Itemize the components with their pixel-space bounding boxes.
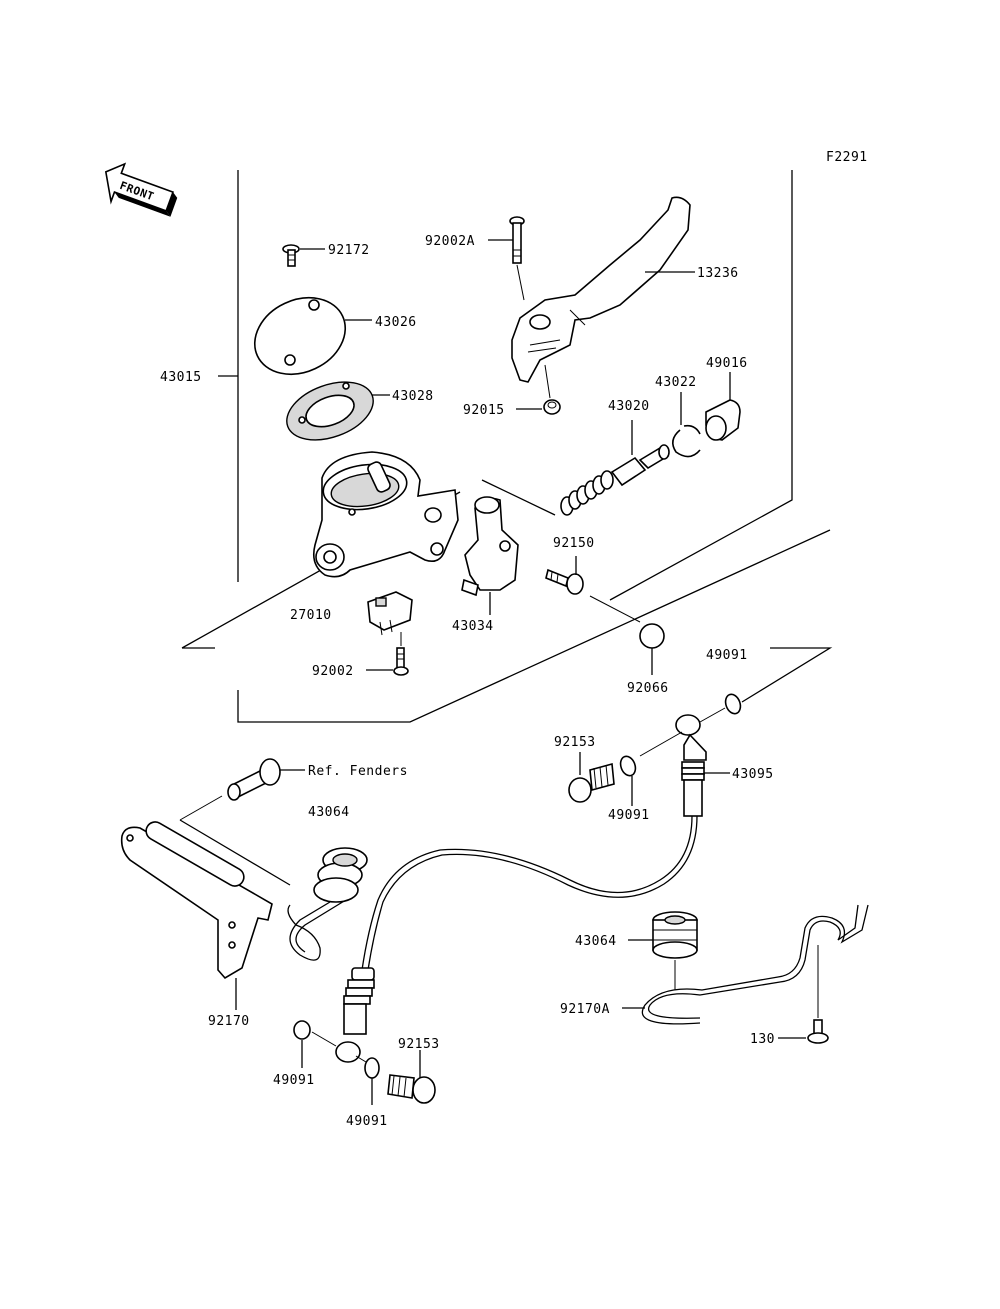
cap-92066	[639, 623, 665, 649]
hose-end-fitting-lower	[335, 967, 375, 1063]
label-92170: 92170	[208, 1014, 250, 1029]
label-92153-lower: 92153	[398, 1037, 440, 1052]
label-130: 130	[750, 1032, 775, 1047]
circlip-43022	[672, 424, 701, 458]
clutch-lever-13236	[511, 196, 691, 383]
figure-code: F2291	[826, 150, 868, 165]
label-49091-top: 49091	[706, 648, 748, 663]
label-43064-right: 43064	[575, 934, 617, 949]
label-43015: 43015	[160, 370, 202, 385]
bolt-130	[807, 1019, 829, 1044]
grommet-43064-left	[313, 847, 368, 903]
washer-49091-lower-left	[293, 1020, 311, 1040]
label-92170A: 92170A	[560, 1002, 610, 1017]
label-49091-lower-left: 49091	[273, 1073, 315, 1088]
label-43064-left: 43064	[308, 805, 350, 820]
label-92002: 92002	[312, 664, 354, 679]
boot-49016	[705, 399, 741, 441]
clutch-hose	[361, 815, 693, 971]
clamp-wire-left	[287, 889, 351, 961]
bolt-92150	[545, 568, 584, 595]
label-49016: 49016	[706, 356, 748, 371]
banjo-fitting-43095	[675, 714, 707, 817]
label-43034: 43034	[452, 619, 494, 634]
holder-43034	[461, 496, 519, 597]
banjo-bolt-92153-top	[568, 762, 615, 803]
washer-49091-top	[724, 693, 742, 715]
label-49091-mid: 49091	[608, 808, 650, 823]
diaphragm-plate-43028	[286, 381, 374, 441]
banjo-bolt-92153-lower	[387, 1074, 436, 1104]
bolt-ref-fenders	[227, 758, 281, 801]
switch-27010	[367, 591, 413, 636]
label-43022: 43022	[655, 375, 697, 390]
label-92172: 92172	[328, 243, 370, 258]
bracket-92170	[120, 821, 273, 980]
label-92066: 92066	[627, 681, 669, 696]
label-43026: 43026	[375, 315, 417, 330]
label-13236: 13236	[697, 266, 739, 281]
washer-49091-lower-right	[364, 1057, 380, 1079]
washer-49091-mid	[619, 755, 637, 777]
front-arrow-icon: FRONT	[104, 162, 178, 217]
label-ref-fenders: Ref. Fenders	[308, 764, 408, 779]
label-43095: 43095	[732, 767, 774, 782]
label-27010: 27010	[290, 608, 332, 623]
label-43028: 43028	[392, 389, 434, 404]
screw-92172	[282, 244, 300, 267]
label-92150: 92150	[553, 536, 595, 551]
master-cylinder-body	[312, 451, 459, 578]
clamp-bracket-92170A	[647, 904, 859, 1019]
nut-92015	[543, 399, 561, 415]
reservoir-cap-43026	[253, 297, 347, 375]
label-92153-top: 92153	[554, 735, 596, 750]
piston-assembly-43020	[560, 444, 670, 516]
screw-92002	[393, 647, 409, 676]
label-49091-lower-right: 49091	[346, 1114, 388, 1129]
label-92015: 92015	[463, 403, 505, 418]
label-92002A: 92002A	[425, 234, 475, 249]
grommet-43064-right	[652, 911, 698, 959]
label-43020: 43020	[608, 399, 650, 414]
screw-92002A	[509, 216, 525, 264]
